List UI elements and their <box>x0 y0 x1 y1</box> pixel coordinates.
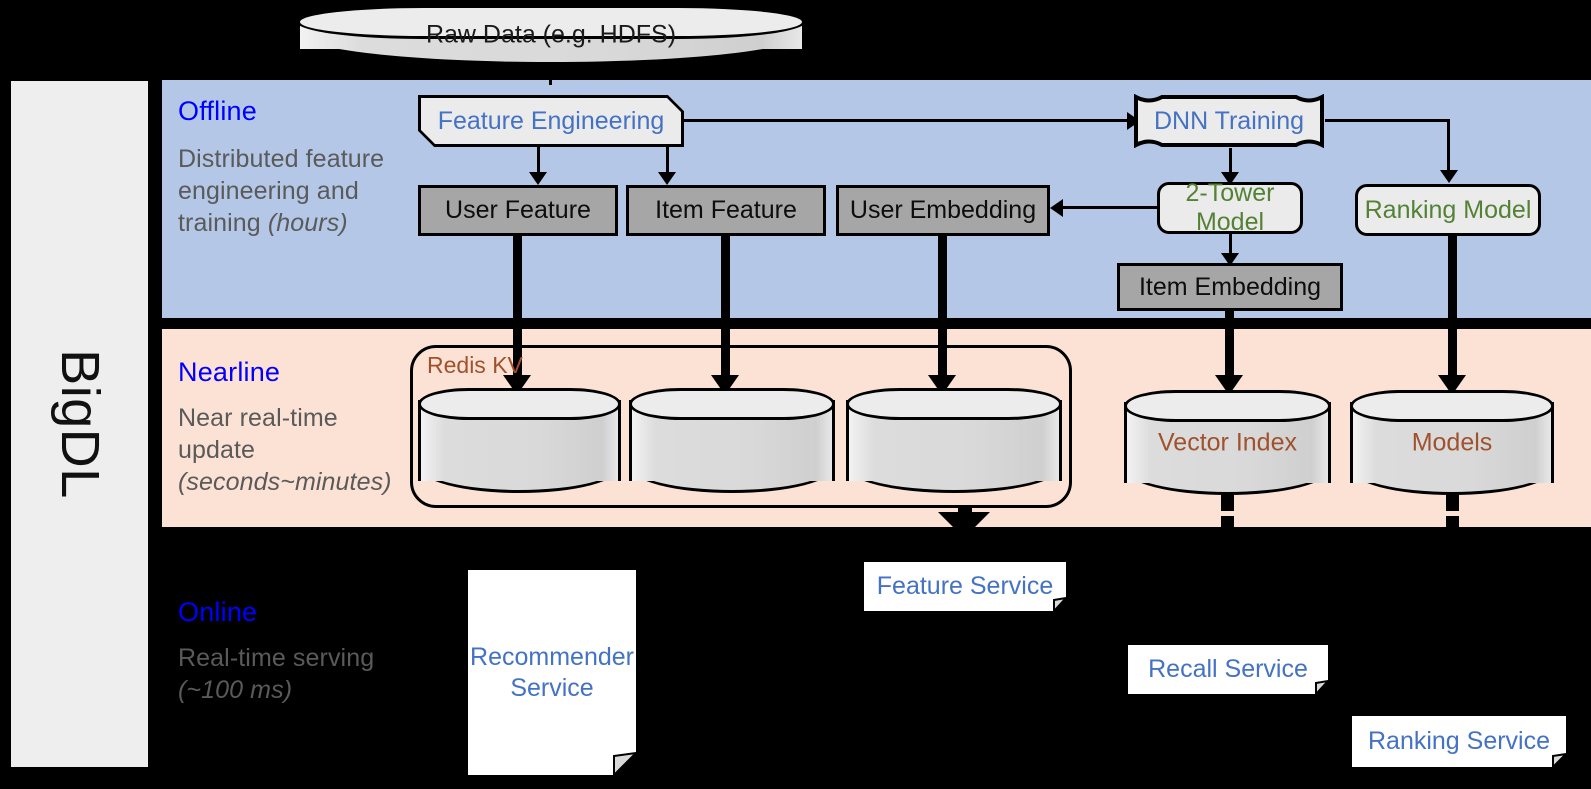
arrowhead-rawdata-to-fe <box>541 63 559 76</box>
nearline-subtitle: Near real-time update (seconds~minutes) <box>178 402 403 498</box>
store-cylinder-user-embedding <box>846 388 1062 493</box>
cylinder-top <box>297 5 805 39</box>
connector-models-dash-1 <box>1446 492 1459 511</box>
item-embedding-label: Item Embedding <box>1138 272 1322 301</box>
offline-subtitle-italic: (hours) <box>267 209 348 237</box>
models-cylinder: Models <box>1350 390 1554 495</box>
cylinder-top <box>1124 390 1331 422</box>
store-cylinder-item-feature <box>629 388 835 493</box>
offline-subtitle-plain: Distributed feature engineering and trai… <box>178 145 385 237</box>
offline-title: Offline <box>178 96 257 126</box>
item-feature-node[interactable]: Item Feature <box>626 185 826 236</box>
connector-vectorindex-dash-1 <box>1221 492 1234 511</box>
redis-kv-container <box>410 345 1072 508</box>
online-subtitle-plain: Real-time serving <box>178 644 375 672</box>
nearline-title: Nearline <box>178 357 281 387</box>
connector-twotower-to-itemembedding <box>1229 234 1232 262</box>
feature-service-node[interactable]: Feature Service <box>864 562 1066 611</box>
arrowhead-redis-to-featureservice <box>938 512 990 538</box>
connector-dnn-to-twotower <box>1229 148 1232 180</box>
ranking-model-node[interactable]: Ranking Model <box>1355 184 1541 236</box>
dnn-training-label: DNN Training <box>1153 106 1305 135</box>
arrowhead-fe-to-itemfeature <box>658 172 676 185</box>
user-embedding-node[interactable]: User Embedding <box>836 185 1050 236</box>
bigdl-sidebar: BigDL <box>8 78 151 770</box>
item-feature-label: Item Feature <box>655 196 797 224</box>
pipe-userfeature-to-store1 <box>513 236 522 387</box>
nearline-label-group: Nearline Near real-time update (seconds~… <box>178 357 403 498</box>
online-title: Online <box>178 597 258 627</box>
dnn-training-node[interactable]: DNN Training <box>1133 94 1325 148</box>
online-subtitle: Real-time serving (~100 ms) <box>178 642 388 706</box>
connector-twotower-to-userembedding <box>1063 206 1161 209</box>
nearline-subtitle-italic: (seconds~minutes) <box>178 468 392 496</box>
connector-models-dash-2 <box>1446 516 1459 529</box>
nearline-subtitle-plain: Near real-time update <box>178 404 338 464</box>
online-label-group: Online Real-time serving (~100 ms) <box>178 597 388 706</box>
user-embedding-label: User Embedding <box>849 196 1037 224</box>
models-label: Models <box>1411 428 1493 456</box>
cylinder-top <box>418 388 621 420</box>
connector-fe-to-dnn <box>684 119 1131 122</box>
arrowhead-dnn-to-ranking <box>1440 170 1458 183</box>
user-feature-label: User Feature <box>445 196 591 224</box>
connector-fe-to-itemfeature <box>666 147 669 179</box>
connector-dnn-to-ranking-h <box>1325 119 1449 122</box>
pipe-itemfeature-to-store2 <box>721 236 730 387</box>
pipe-userembedding-to-store3 <box>938 236 947 387</box>
cylinder-top <box>1350 390 1554 422</box>
pipe-itemembedding-to-vectorindex <box>1225 311 1234 387</box>
recommender-service-node[interactable]: Recommender Service <box>468 570 636 775</box>
recall-service-label: Recall Service <box>1148 655 1308 684</box>
item-embedding-node[interactable]: Item Embedding <box>1117 263 1343 311</box>
arrowhead-twotower-to-userembedding <box>1050 199 1063 217</box>
ranking-model-label: Ranking Model <box>1364 195 1532 224</box>
feature-engineering-label: Feature Engineering <box>437 106 665 135</box>
arrowhead-twotower-to-itemembedding <box>1221 253 1239 266</box>
offline-label-group: Offline Distributed feature engineering … <box>178 96 393 239</box>
connector-fe-to-userfeature <box>537 147 540 179</box>
vector-index-cylinder: Vector Index <box>1124 390 1331 495</box>
online-subtitle-italic: (~100 ms) <box>178 676 293 704</box>
feature-engineering-node[interactable]: Feature Engineering <box>418 95 684 147</box>
raw-data-cylinder: Raw Data (e.g. HDFS) <box>297 5 805 65</box>
cylinder-top <box>629 388 835 420</box>
store-cylinder-user-feature <box>418 388 621 493</box>
ranking-service-node[interactable]: Ranking Service <box>1352 716 1566 767</box>
two-tower-model-label: 2-Tower Model <box>1185 179 1275 236</box>
two-tower-model-node[interactable]: 2-Tower Model <box>1157 179 1303 236</box>
pipe-rankingmodel-to-models <box>1448 236 1457 387</box>
raw-data-label: Raw Data (e.g. HDFS) <box>425 20 677 49</box>
feature-service-label: Feature Service <box>876 572 1054 601</box>
user-feature-node[interactable]: User Feature <box>418 185 618 236</box>
connector-dnn-to-ranking-v <box>1447 119 1450 172</box>
redis-kv-label: Redis KV <box>427 352 523 378</box>
recommender-service-label: Recommender Service <box>470 643 634 702</box>
recall-service-node[interactable]: Recall Service <box>1128 645 1328 694</box>
connector-vectorindex-dash-2 <box>1221 516 1234 529</box>
ranking-service-label: Ranking Service <box>1367 727 1551 756</box>
bigdl-label: BigDL <box>49 349 110 499</box>
offline-subtitle: Distributed feature engineering and trai… <box>178 143 393 239</box>
cylinder-top <box>846 388 1062 420</box>
arrowhead-fe-to-userfeature <box>529 172 547 185</box>
arrowhead-dnn-to-twotower <box>1221 172 1239 185</box>
vector-index-label: Vector Index <box>1158 428 1297 456</box>
